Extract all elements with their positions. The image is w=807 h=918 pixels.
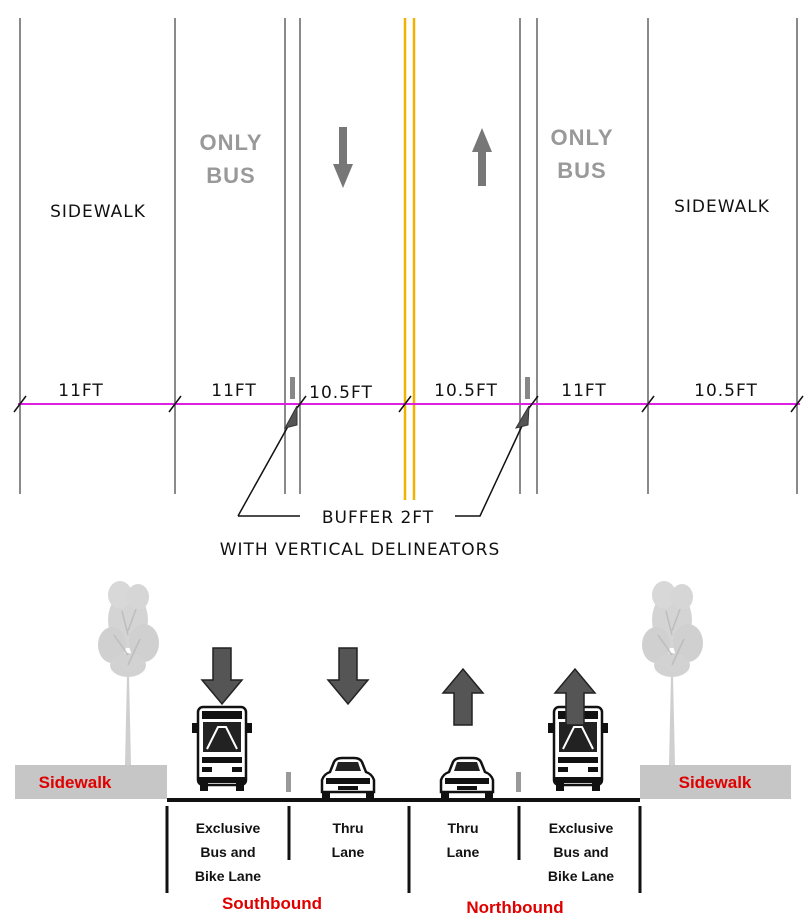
sidewalk-label-left: SIDEWALK <box>50 202 146 222</box>
sidewalk-left-label: Sidewalk <box>39 773 112 792</box>
dimension-sidewalk-left: 11FT <box>58 381 104 401</box>
section-view: Sidewalk Sidewalk Exclusive Bus and Bike… <box>15 580 791 917</box>
leader-arrowhead-left <box>284 405 298 429</box>
lane-lines <box>19 18 798 494</box>
dimension-bus-lane-left: 11FT <box>211 381 257 401</box>
center-line <box>403 18 416 500</box>
delineator-post-left <box>290 377 295 399</box>
lane-label-nb-thru-line1: Thru <box>447 820 478 836</box>
lane-label-sb-thru-line1: Thru <box>332 820 363 836</box>
dimension-bus-lane-right: 11FT <box>561 381 607 401</box>
leader-arrowhead-right <box>514 405 530 429</box>
bus-only-marking-right-top: ONLY <box>550 125 613 150</box>
sidewalk-right-block <box>640 765 791 799</box>
northbound-arrow-icon <box>472 128 492 186</box>
lane-label-sb-bus-line2: Bus and <box>200 844 255 860</box>
dimension-thru-lane-left: 10.5FT <box>309 383 373 403</box>
arrow-down-icon-thru-lane <box>327 647 369 705</box>
sidewalk-right-label: Sidewalk <box>679 773 752 792</box>
plan-view: SIDEWALK SIDEWALK ONLY BUS ONLY BUS 11FT… <box>13 18 804 560</box>
lane-label-sb-thru-line2: Lane <box>332 844 365 860</box>
bus-southbound-icon <box>190 705 254 793</box>
buffer-callout-title: BUFFER 2FT <box>322 508 434 528</box>
lane-label-nb-thru-line2: Lane <box>447 844 480 860</box>
lane-label-nb-bus-line3: Bike Lane <box>548 868 614 884</box>
lane-label-sb-bus-line3: Bike Lane <box>195 868 261 884</box>
section-lane-dividers <box>165 806 642 893</box>
arrow-down-icon-bus-lane <box>201 647 243 705</box>
dimension-sidewalk-right: 10.5FT <box>694 381 758 401</box>
bus-only-marking-right-bottom: BUS <box>557 158 606 183</box>
bus-only-marking-left-top: ONLY <box>199 130 262 155</box>
direction-label-northbound: Northbound <box>466 898 563 917</box>
car-southbound-icon <box>320 756 376 800</box>
delineator-post-right <box>525 377 530 399</box>
bus-only-marking-left-bottom: BUS <box>206 163 255 188</box>
lane-label-sb-bus-line1: Exclusive <box>196 820 261 836</box>
dimension-thru-lane-right: 10.5FT <box>434 381 498 401</box>
buffer-leader-lines <box>237 411 529 517</box>
tree-right-icon <box>641 580 704 766</box>
car-northbound-icon <box>439 756 495 800</box>
sidewalk-left-block <box>15 765 167 799</box>
section-buffer-post-right <box>516 772 521 792</box>
section-buffer-post-left <box>286 772 291 792</box>
tree-left-icon <box>97 580 160 766</box>
lane-label-nb-bus-line2: Bus and <box>553 844 608 860</box>
southbound-arrow-icon <box>333 127 353 188</box>
arrow-up-icon-thru-lane <box>442 668 484 726</box>
lane-label-nb-bus-line1: Exclusive <box>549 820 614 836</box>
buffer-callout-subtitle: WITH VERTICAL DELINEATORS <box>220 540 501 560</box>
sidewalk-label-right: SIDEWALK <box>674 197 770 217</box>
direction-label-southbound: Southbound <box>222 894 322 913</box>
